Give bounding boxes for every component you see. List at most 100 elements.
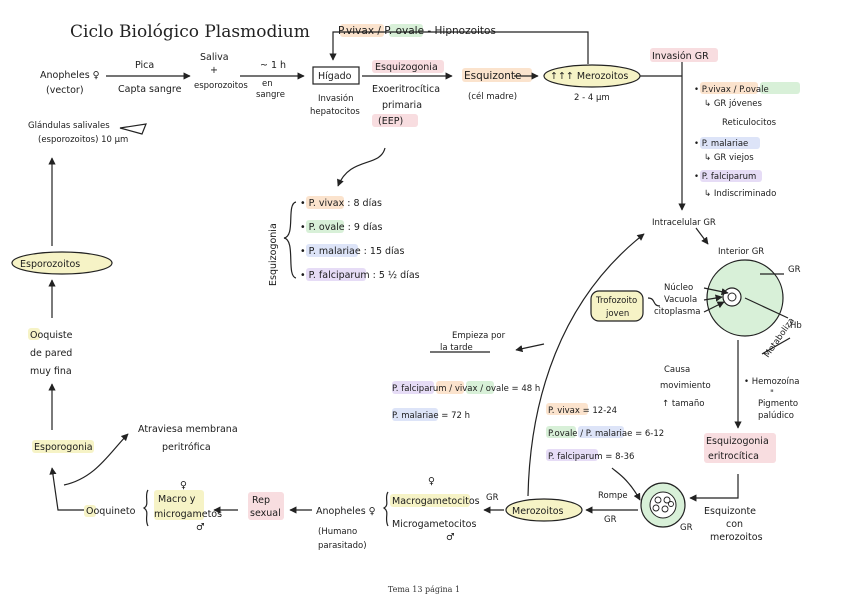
page-title: Ciclo Biológico Plasmodium [70, 22, 310, 42]
label-macrogametocitos: Macrogametocitos [392, 496, 480, 507]
label-esquizonte-con: Esquizonte [704, 506, 756, 517]
trophozoite-nucleus [727, 292, 737, 302]
highlight [704, 433, 776, 463]
arrow-citoplasma [703, 301, 725, 313]
highlight [390, 494, 470, 507]
highlight [760, 82, 800, 94]
label-malariae-72: P. malariae = 72 h [392, 411, 470, 421]
label-falciparum-5: • P. falciparum : 5 ½ días [300, 270, 420, 281]
label-microgametos: microgametos [154, 509, 222, 520]
highlight [546, 449, 598, 461]
label-trofozoito: Trofozoito [595, 296, 637, 306]
label-en: en [262, 79, 273, 89]
label-glandulas-2: (esporozoitos) 10 µm [38, 135, 128, 145]
arrow-esquizogonia [689, 474, 739, 502]
label-pf-8: P. falciparum = 8-36 [548, 452, 634, 462]
label-parasitado: parasitado) [318, 541, 367, 551]
highlight [700, 170, 762, 182]
highlight [84, 505, 96, 517]
highlight [392, 408, 438, 421]
label-one-hour: ~ 1 h [260, 60, 286, 71]
highlight [578, 426, 624, 438]
label-hipnozoitos: P.vivax / P. ovale - Hipnozoitos [338, 25, 496, 37]
arrow-ooquineto [49, 467, 84, 511]
highlight [466, 381, 494, 394]
label-exoeritrocitica: Exoeritrocítica [372, 84, 440, 95]
label-con: con [726, 519, 743, 530]
highlight [306, 220, 344, 233]
label-glandulas: Glándulas salivales [28, 121, 110, 131]
arrow-tiempos [611, 467, 641, 501]
highlight [650, 48, 718, 62]
label-inv-vivax-2: ↳ GR jóvenes [704, 98, 762, 109]
highlight [700, 137, 760, 149]
label-merozoitos-3: merozoitos [710, 532, 763, 543]
label-humano: (Humano [318, 527, 357, 537]
label-female-sym: ♀ [180, 480, 187, 491]
label-size: 2 - 4 µm [574, 93, 610, 103]
label-sexual: sexual [250, 508, 281, 519]
label-peritrofica: peritrófica [162, 442, 211, 453]
highlight [372, 60, 444, 73]
label-inv-vivax: • P.vivax / P.ovale [694, 85, 769, 95]
page-footer: Tema 13 página 1 [387, 585, 461, 594]
label-muy-fina: muy fina [30, 366, 72, 377]
label-causa: Causa [664, 365, 690, 375]
label-tamano: ↑ tamaño [662, 399, 704, 409]
label-esquizogonia: Esquizogonia [375, 62, 438, 73]
label-plus: + [210, 65, 218, 76]
label-male-sym: ♂ [196, 522, 205, 533]
brace-macro [142, 489, 149, 527]
higado-box [312, 66, 360, 85]
label-gr-2: GR [604, 515, 617, 525]
highlight [436, 381, 464, 394]
label-microgametocitos: Microgametocitos [392, 519, 476, 530]
label-hemozoina: • Hemozoína [744, 377, 799, 387]
highlight [306, 244, 358, 257]
highlight [32, 440, 94, 453]
label-hepatocitos: hepatocitos [310, 107, 360, 117]
label-inv-malariae: • P. malariae [694, 139, 748, 149]
label-citoplasma: citoplasma [654, 307, 700, 317]
arrow-nucleo [703, 287, 729, 296]
label-inv-vivax-3: Reticulocitos [722, 118, 777, 128]
label-merozoitos-top: ↑↑↑ Merozoitos [550, 71, 628, 82]
label-gr: GR [788, 265, 801, 275]
highlight [462, 68, 532, 82]
label-ooquiste: Ooquiste [30, 330, 73, 341]
highlight [700, 82, 758, 94]
label-esquizogonia-vertical: Esquizogonia [268, 223, 279, 286]
label-macro: Macro y [158, 494, 196, 505]
label-eritrocitica: eritrocítica [708, 451, 759, 462]
brace-esquizogonia [283, 201, 297, 279]
arrow-atraviesa [63, 433, 129, 486]
label-vivax-8: • P. vivax : 8 días [300, 198, 382, 209]
label-gr-1: GR [486, 493, 499, 503]
highlight [306, 268, 366, 281]
highlight [154, 490, 204, 520]
highlight [306, 196, 344, 209]
label-falciparum-48: P. falciparum / vivax / ovale = 48 h [392, 384, 540, 394]
label-gr-3: GR [680, 523, 693, 533]
label-inv-falciparum-2: ↳ Indiscriminado [704, 189, 776, 199]
label-malariae-15: • P. malariae : 15 días [300, 246, 404, 257]
label-merozoitos-bottom: Merozoitos [512, 506, 564, 517]
label-joven: joven [605, 309, 629, 319]
label-vacuola: Vacuola [664, 295, 697, 305]
label-esquizonte: Esquizonte [464, 70, 522, 82]
label-ooquineto: Ooquineto [86, 506, 136, 517]
esporozoitos-ellipse [11, 251, 113, 275]
highlight [546, 403, 588, 415]
arrow-eep [337, 147, 386, 187]
merozoite-dot [668, 501, 674, 507]
sporozoite-icon [119, 123, 147, 135]
label-atraviesa: Atraviesa membrana [138, 424, 238, 435]
label-nucleo: Núcleo [664, 283, 693, 293]
label-rep: Rep [252, 495, 270, 506]
schizont-inner [649, 491, 677, 519]
highlight [248, 492, 284, 520]
label-la-tarde: la tarde [440, 343, 473, 353]
trofozoito-box [590, 290, 644, 322]
merozoite-dot [661, 505, 669, 513]
